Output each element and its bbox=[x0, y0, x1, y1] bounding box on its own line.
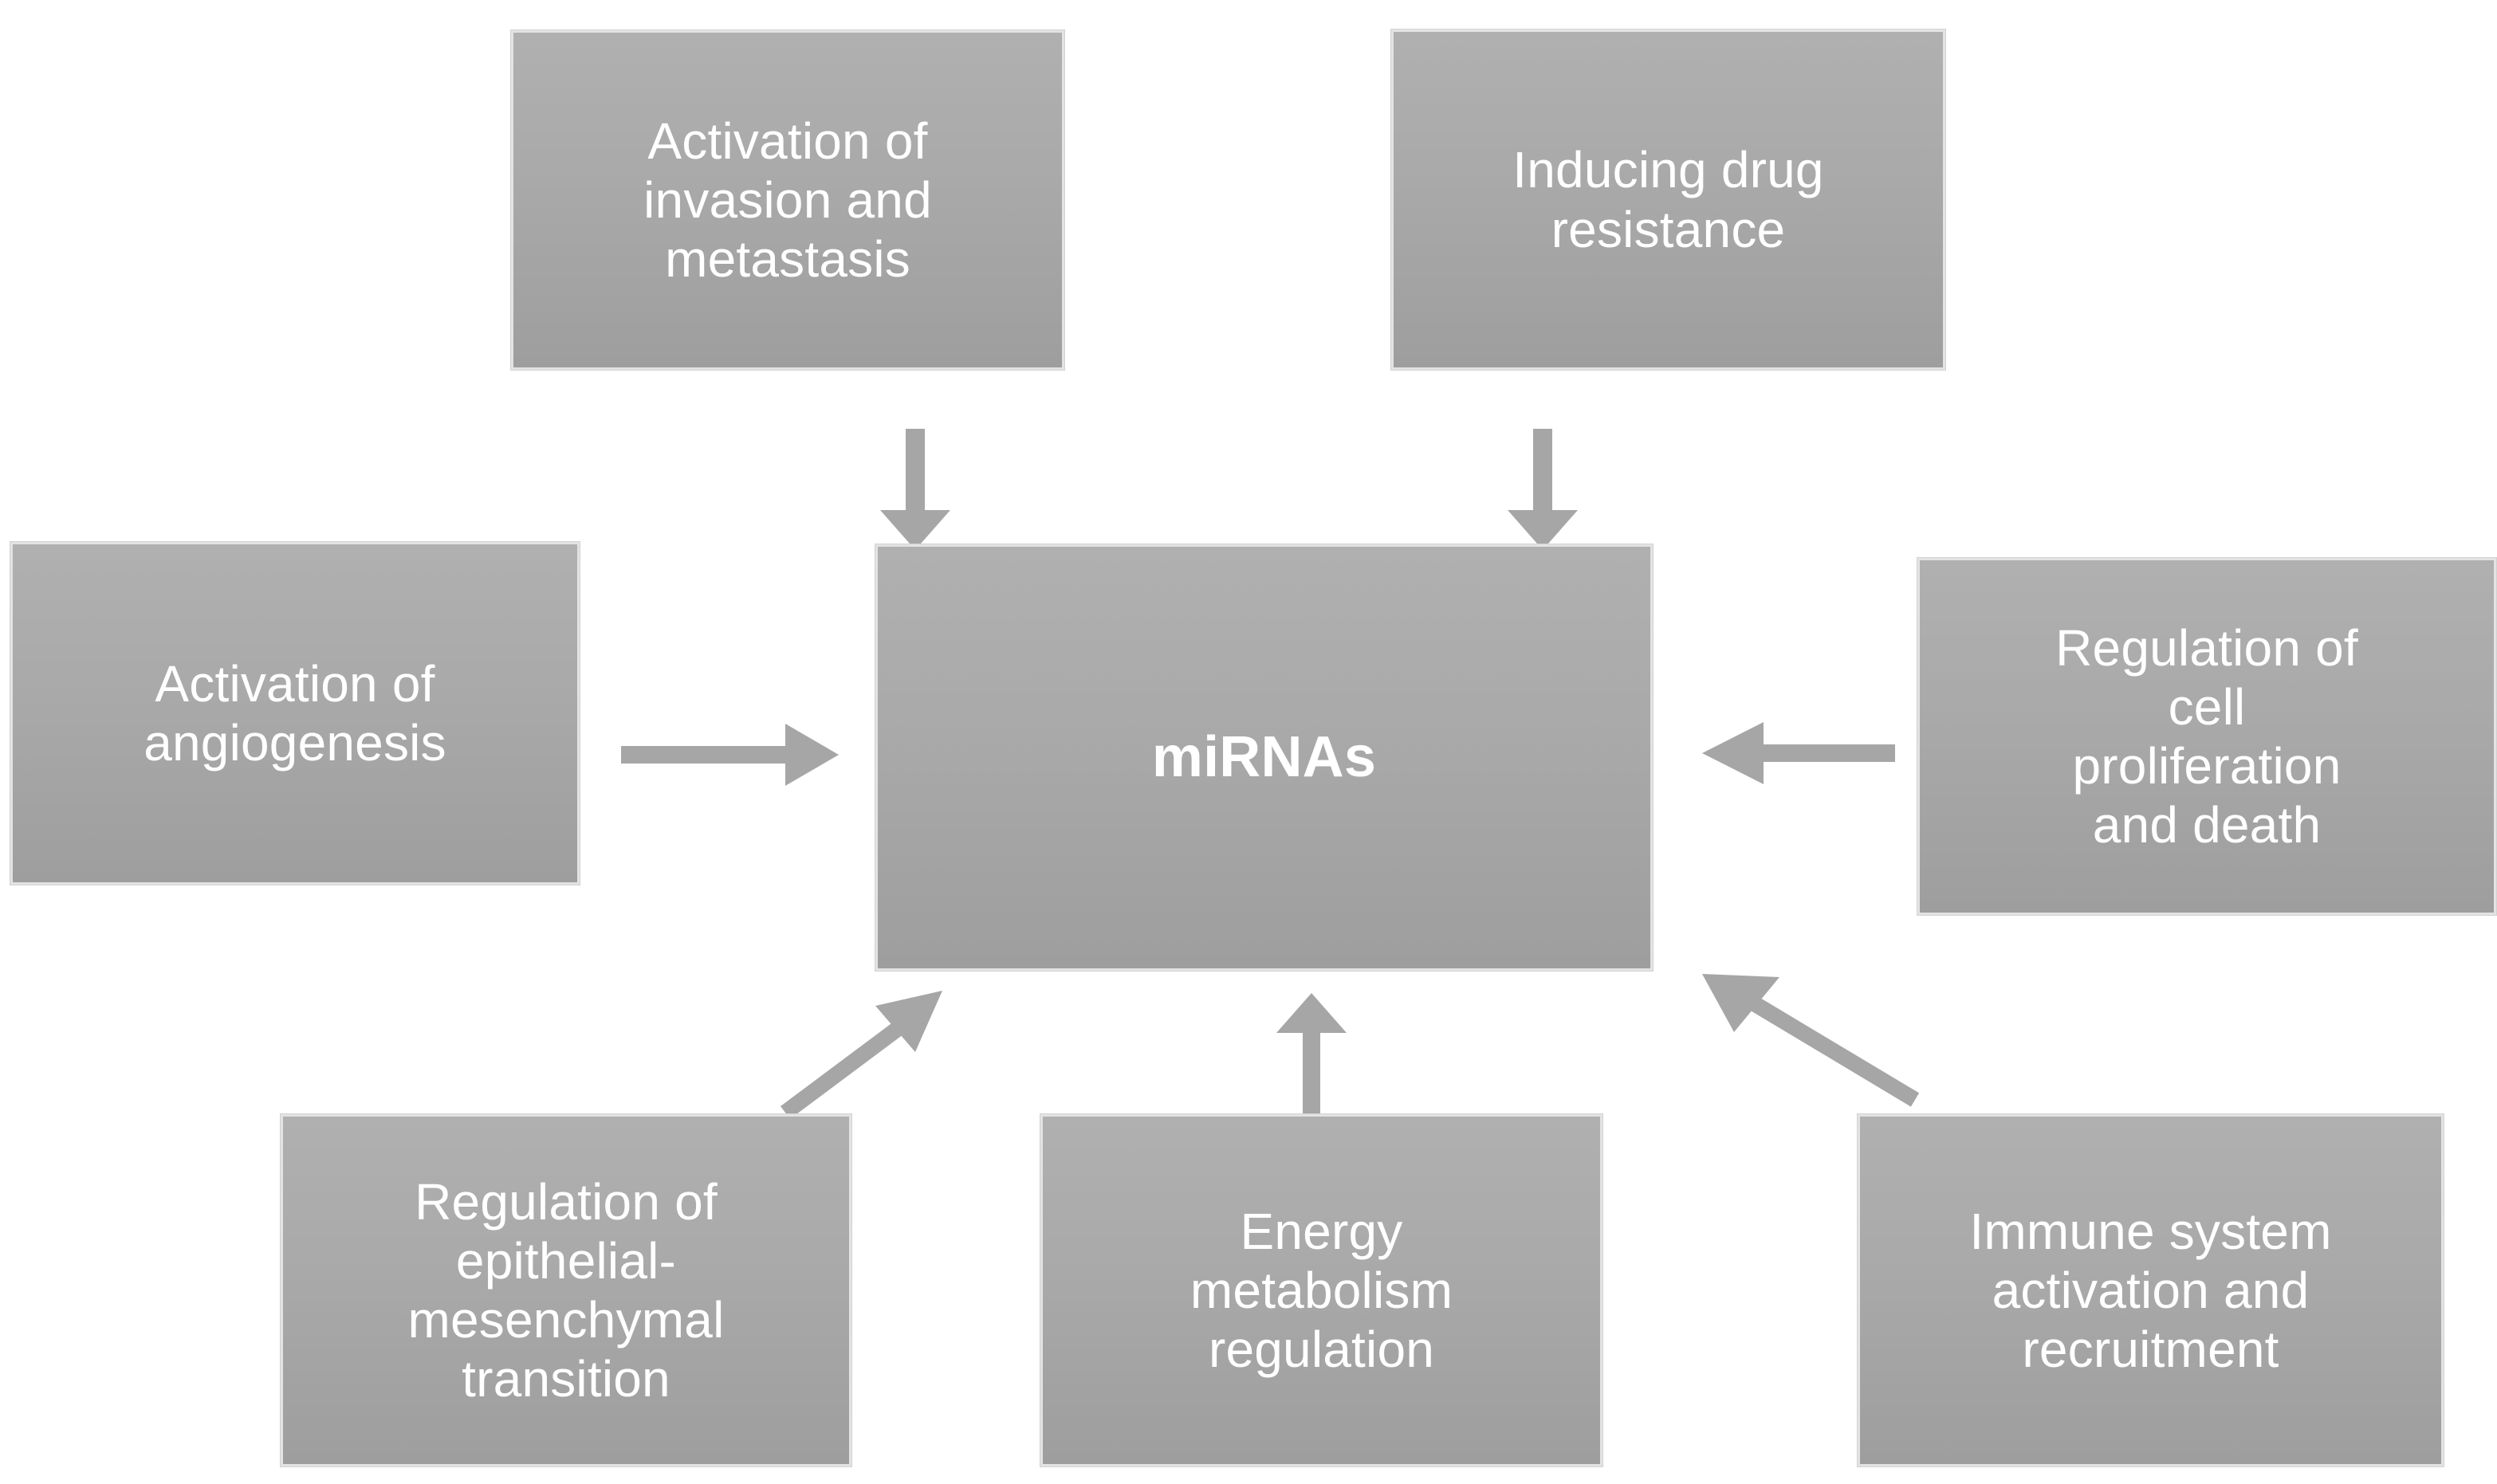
node-immune-system-activation-and-recruitment[interactable]: Immune system activation and recruitment bbox=[1858, 1114, 2444, 1466]
node-label: Activation of angiogenesis bbox=[144, 654, 446, 771]
node-activation-of-invasion-and-metastasis[interactable]: Activation of invasion and metastasis bbox=[511, 30, 1064, 370]
arrow-proliferation-to-mirnas bbox=[1702, 722, 1895, 784]
arrow-angiogenesis-to-mirnas bbox=[621, 724, 839, 786]
node-label: Regulation of epithelial- mesenchymal tr… bbox=[407, 1172, 725, 1408]
node-label: miRNAs bbox=[1151, 724, 1377, 789]
node-label: Energy metabolism regulation bbox=[1190, 1202, 1453, 1379]
arrow-emt-to-mirnas bbox=[781, 991, 942, 1120]
node-inducing-drug-resistance[interactable]: Inducing drug resistance bbox=[1391, 29, 1945, 370]
arrow-immune-to-mirnas bbox=[1702, 974, 1920, 1107]
arrow-energy-to-mirnas bbox=[1276, 993, 1347, 1116]
node-label: Regulation of cell proliferation and dea… bbox=[2055, 618, 2358, 854]
node-label: Activation of invasion and metastasis bbox=[643, 112, 932, 289]
node-regulation-of-epithelial-mesenchymal-transition[interactable]: Regulation of epithelial- mesenchymal tr… bbox=[281, 1114, 851, 1466]
arrow-invasion-to-mirnas bbox=[880, 429, 950, 550]
node-mirnas-center[interactable]: miRNAs bbox=[875, 544, 1653, 971]
node-energy-metabolism-regulation[interactable]: Energy metabolism regulation bbox=[1040, 1114, 1602, 1466]
node-activation-of-angiogenesis[interactable]: Activation of angiogenesis bbox=[10, 542, 580, 885]
node-label: Inducing drug resistance bbox=[1512, 141, 1824, 258]
node-regulation-of-cell-proliferation-and-death[interactable]: Regulation of cell proliferation and dea… bbox=[1917, 558, 2496, 915]
arrow-drugresistance-to-mirnas bbox=[1508, 429, 1578, 550]
node-label: Immune system activation and recruitment bbox=[1969, 1202, 2332, 1379]
